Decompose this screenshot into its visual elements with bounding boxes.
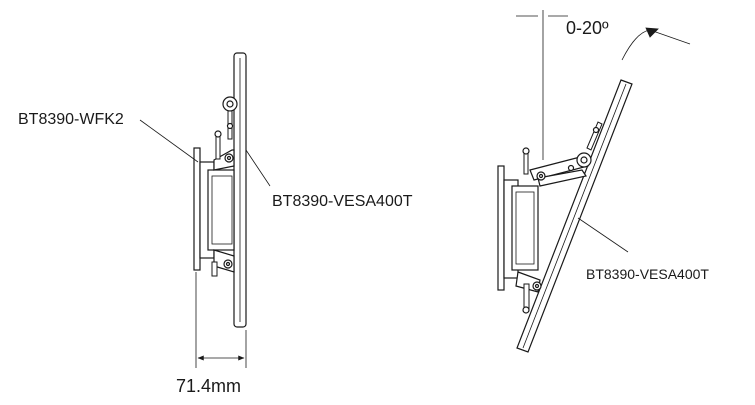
left-mount-view (193, 52, 247, 328)
tilt-indicator (516, 10, 691, 160)
left-kit-leader (139, 119, 199, 163)
label-depth-71mm: 71.4mm (176, 376, 241, 396)
right-wall-plate (497, 165, 505, 291)
right-plate-leader (577, 217, 629, 253)
label-tilt-range: 0-20º (566, 18, 609, 38)
left-wall-plate (193, 147, 201, 271)
left-plate-leader (245, 149, 271, 187)
label-right-vesa400t: BT8390-VESA400T (586, 266, 709, 282)
depth-dimension (195, 272, 247, 368)
right-mount-view (497, 79, 633, 353)
label-left-vesa400t: BT8390-VESA400T (272, 193, 413, 210)
label-bt8390-wfk2: BT8390-WFK2 (18, 111, 124, 128)
